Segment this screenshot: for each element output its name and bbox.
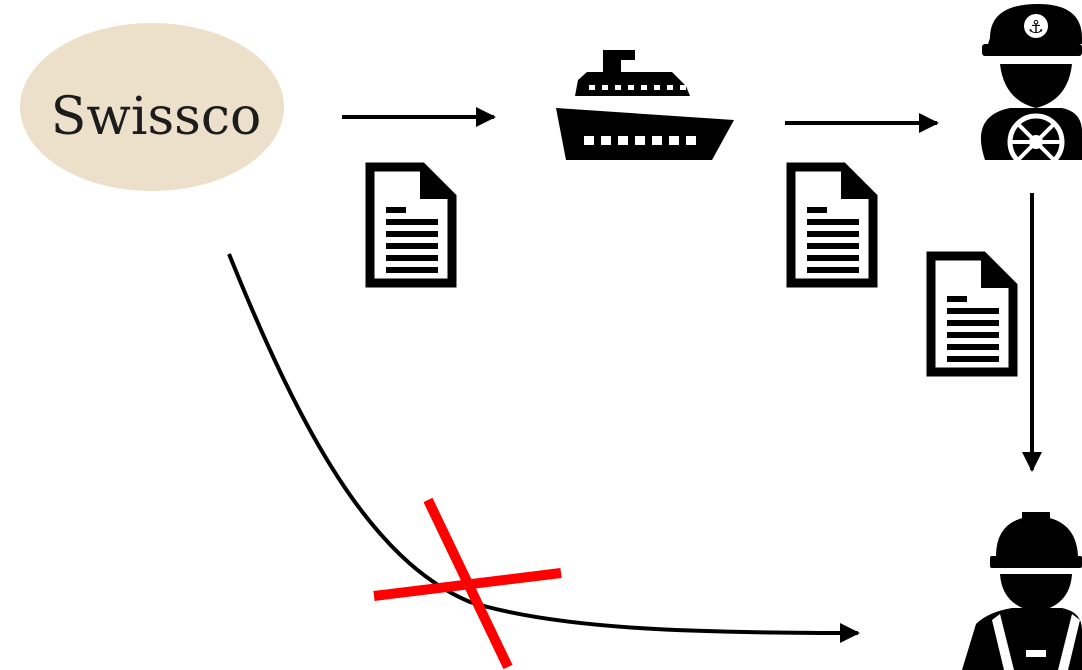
construction-worker-icon	[962, 512, 1082, 670]
cruise-ship-icon	[556, 50, 734, 160]
arrow-swissco-to-worker-direct	[227, 253, 860, 643]
swissco-node: Swissco	[20, 23, 284, 191]
document-icon	[791, 167, 873, 283]
svg-text:⚓: ⚓	[1028, 17, 1044, 38]
document-icon	[931, 256, 1013, 372]
swissco-label: Swissco	[51, 87, 262, 147]
blocked-cross-mark	[373, 497, 562, 670]
document-icon	[370, 167, 452, 283]
ship-captain-icon: ⚓	[980, 4, 1082, 171]
swissco-ellipse	[20, 23, 284, 191]
